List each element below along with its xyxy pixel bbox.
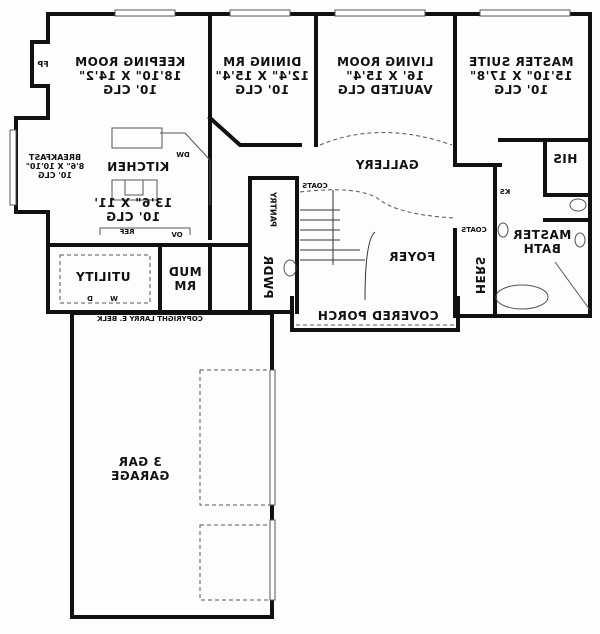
room-label-garage: 3 GAR GARAGE bbox=[111, 455, 170, 483]
room-label-pwdr: PWDR bbox=[261, 255, 275, 299]
room-label-breakfast: BREAKFAST 8'6" X 10'10" 10' CLG bbox=[26, 153, 84, 180]
room-name: GARAGE bbox=[110, 469, 170, 483]
outer-wall bbox=[46, 12, 592, 318]
washer-label: W bbox=[110, 295, 118, 303]
parking-space bbox=[199, 369, 271, 506]
gallery-ceiling-line bbox=[299, 189, 456, 219]
room-label-hers: HERS bbox=[473, 255, 487, 295]
room-label-porch: COVERED PORCH bbox=[317, 309, 439, 323]
toilet bbox=[569, 198, 587, 212]
refrigerator-label: REF bbox=[119, 228, 135, 236]
room-label-mud: MUD RM bbox=[168, 265, 201, 293]
room-name: DINING RM bbox=[222, 55, 302, 69]
porch-outline bbox=[290, 296, 460, 332]
garage-walls bbox=[70, 311, 274, 619]
room-name: RM bbox=[173, 279, 197, 293]
room-label-kitchen-size: 13'6" X 11' 10' CLG bbox=[94, 196, 172, 224]
window bbox=[479, 9, 571, 17]
room-label-utility: UTILITY bbox=[75, 270, 131, 284]
garage-door bbox=[269, 519, 276, 601]
shower-door bbox=[554, 261, 591, 311]
window bbox=[334, 9, 426, 17]
cooktop bbox=[124, 179, 144, 196]
kitchen-sink bbox=[111, 127, 163, 149]
window bbox=[229, 9, 291, 17]
vaulted-ceiling-line bbox=[319, 132, 453, 146]
oven-label: OV bbox=[171, 231, 183, 239]
room-name: 3 GAR bbox=[118, 455, 162, 469]
room-size: 18'10" X 14'2" bbox=[78, 69, 182, 83]
room-name: MASTER SUITE bbox=[468, 55, 574, 69]
room-size: 12'4" X 15'4" bbox=[214, 69, 310, 83]
room-name: MASTER bbox=[512, 228, 572, 242]
room-label-pantry: PANTRY bbox=[268, 192, 278, 227]
room-name: LIVING ROOM bbox=[336, 55, 434, 69]
room-ceiling: 10' CLG bbox=[38, 171, 72, 180]
garage-door bbox=[269, 369, 276, 506]
room-label-keeping: KEEPING ROOM 18'10" X 14'2" 10' CLG bbox=[75, 55, 186, 97]
copyright-text: COPYRIGHT LARRY E. BELK bbox=[97, 315, 203, 323]
room-ceiling: VAULTED CLG bbox=[337, 83, 433, 97]
window bbox=[114, 9, 176, 17]
room-ceiling: 10' CLG bbox=[234, 83, 290, 97]
room-ceiling: 10' CLG bbox=[105, 210, 161, 224]
coats-closet-label-2: COATS bbox=[461, 226, 487, 234]
bathtub bbox=[495, 284, 549, 310]
bay-window bbox=[9, 129, 17, 206]
sink bbox=[574, 232, 586, 248]
dryer-label: D bbox=[87, 295, 93, 303]
utility-counter bbox=[59, 254, 151, 304]
room-ceiling: 10' CLG bbox=[102, 83, 158, 97]
sink bbox=[497, 222, 509, 238]
fireplace-label: FP bbox=[37, 60, 49, 69]
staircase bbox=[300, 190, 376, 301]
room-size: 16' X 15'4" bbox=[345, 69, 425, 83]
room-label-kitchen: KITCHEN bbox=[107, 160, 170, 174]
room-label-gallery: GALLERY bbox=[355, 158, 419, 172]
room-name: KEEPING ROOM bbox=[74, 55, 186, 69]
room-label-living: LIVING ROOM 16' X 15'4" VAULTED CLG bbox=[336, 55, 433, 97]
room-size: 8'6" X 10'10" bbox=[25, 162, 85, 171]
room-label-dining: DINING RM 12'4" X 15'4" 10' CLG bbox=[215, 55, 309, 97]
room-label-master-bath: MASTER BATH bbox=[513, 228, 572, 256]
room-ceiling: 10' CLG bbox=[493, 83, 549, 97]
room-size: 13'6" X 11' bbox=[93, 196, 173, 210]
sink bbox=[283, 259, 297, 277]
room-label-master-suite: MASTER SUITE 15'10" X 17'8" 10' CLG bbox=[469, 55, 574, 97]
room-label-foyer: FOYER bbox=[388, 250, 436, 264]
room-label-his: HIS bbox=[552, 152, 578, 166]
coats-closet-label: COATS bbox=[302, 182, 328, 190]
interior-wall bbox=[207, 115, 302, 147]
kitchen-counter bbox=[99, 227, 191, 235]
ks-label: KS bbox=[499, 188, 511, 196]
dishwasher-label: DW bbox=[176, 151, 190, 159]
room-name: MUD bbox=[168, 265, 202, 279]
kitchen-counter bbox=[160, 132, 211, 205]
room-name: BREAKFAST bbox=[28, 153, 82, 162]
room-name: BATH bbox=[523, 242, 561, 256]
parking-space bbox=[199, 524, 271, 601]
room-size: 15'10" X 17'8" bbox=[469, 69, 573, 83]
room-name: KITCHEN bbox=[106, 160, 170, 174]
